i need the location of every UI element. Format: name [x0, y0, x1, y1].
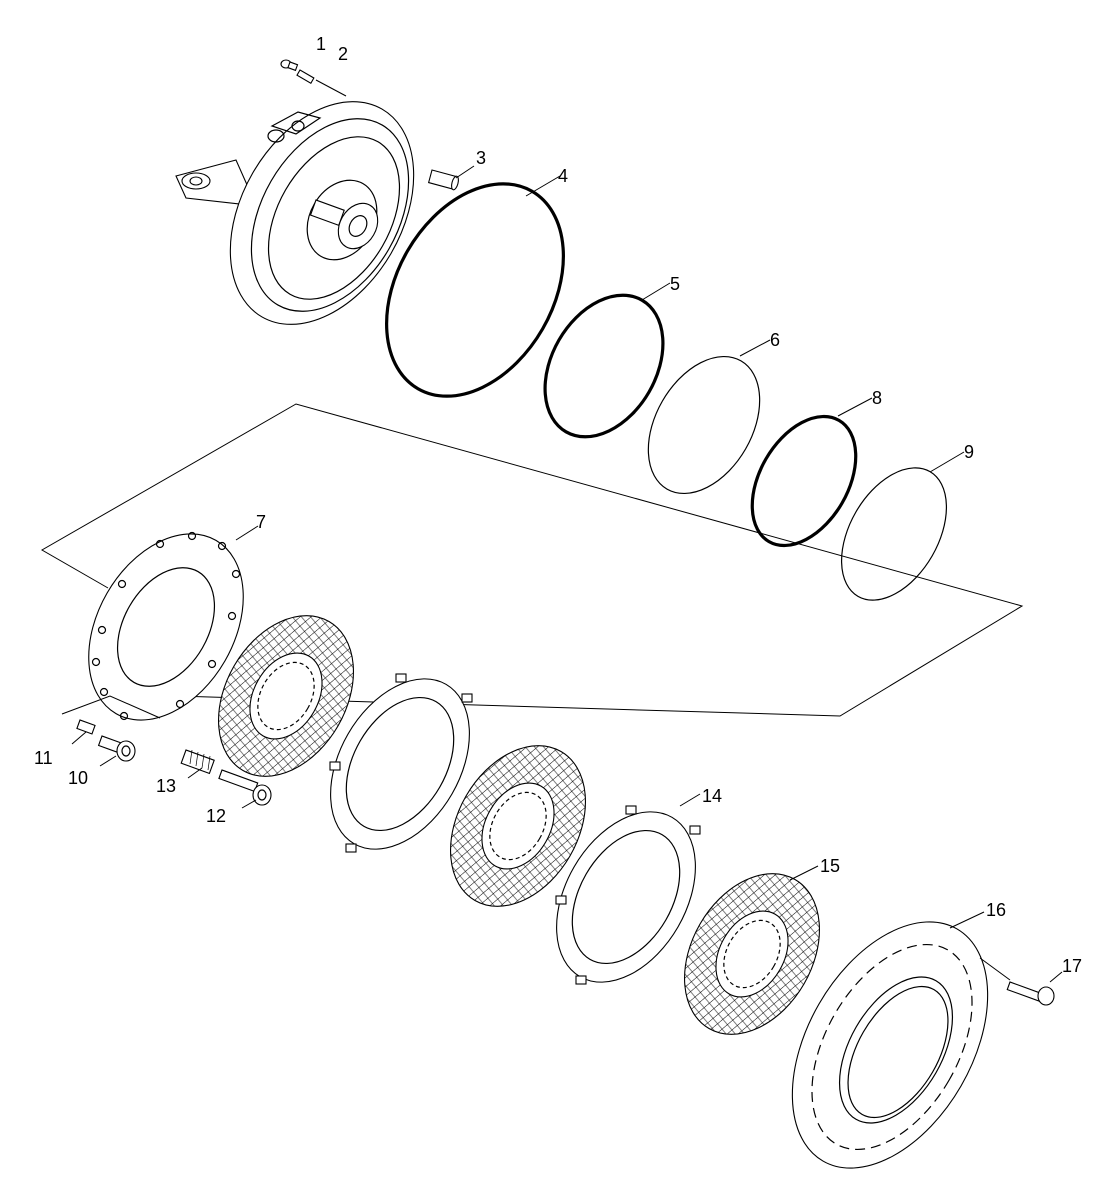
- callout-labels: 1 2 3 4 5 6 7 8 9 10 11 12 13 14 15 16 1…: [34, 34, 1082, 976]
- part-3-pin: [427, 165, 475, 191]
- callout-13: 13: [156, 776, 176, 796]
- callout-12: 12: [206, 806, 226, 826]
- part-12-bolt: [218, 769, 272, 809]
- callout-10: 10: [68, 768, 88, 788]
- callout-4: 4: [558, 166, 568, 186]
- callout-15: 15: [820, 856, 840, 876]
- callout-6: 6: [770, 330, 780, 350]
- callout-8: 8: [872, 388, 882, 408]
- part-8-o-ring: [750, 397, 873, 548]
- callout-14: 14: [702, 786, 722, 806]
- callout-17: 17: [1062, 956, 1082, 976]
- part-1-screw: [280, 59, 299, 72]
- callout-9: 9: [964, 442, 974, 462]
- part-5-o-ring: [543, 282, 671, 439]
- friction-disc-1: [218, 615, 354, 777]
- friction-disc-2: [450, 745, 586, 907]
- callout-5: 5: [670, 274, 680, 294]
- part-16-pressure-plate: [791, 911, 989, 1169]
- callout-1: 1: [316, 34, 326, 54]
- part-17-bolt: [979, 957, 1063, 1006]
- callout-16: 16: [986, 900, 1006, 920]
- part-7-plate: [61, 525, 259, 721]
- part-14-steel-plate: [555, 793, 701, 985]
- part-2-fitting: [296, 69, 347, 97]
- part-6-seal-ring: [647, 339, 771, 495]
- callout-11: 11: [34, 748, 53, 768]
- part-9-seal-ring: [840, 451, 965, 601]
- part-10-bolt: [97, 735, 136, 767]
- steel-plate-1: [329, 673, 473, 853]
- group-bracket: [40, 403, 1024, 717]
- callout-3: 3: [476, 148, 486, 168]
- callout-7: 7: [256, 512, 266, 532]
- part-13-spring: [180, 749, 215, 779]
- housing-assembly: [175, 101, 415, 325]
- callout-2: 2: [338, 44, 348, 64]
- part-4-o-ring: [385, 175, 565, 398]
- part-11-pin: [71, 719, 96, 745]
- part-15-friction-disc: [684, 865, 820, 1035]
